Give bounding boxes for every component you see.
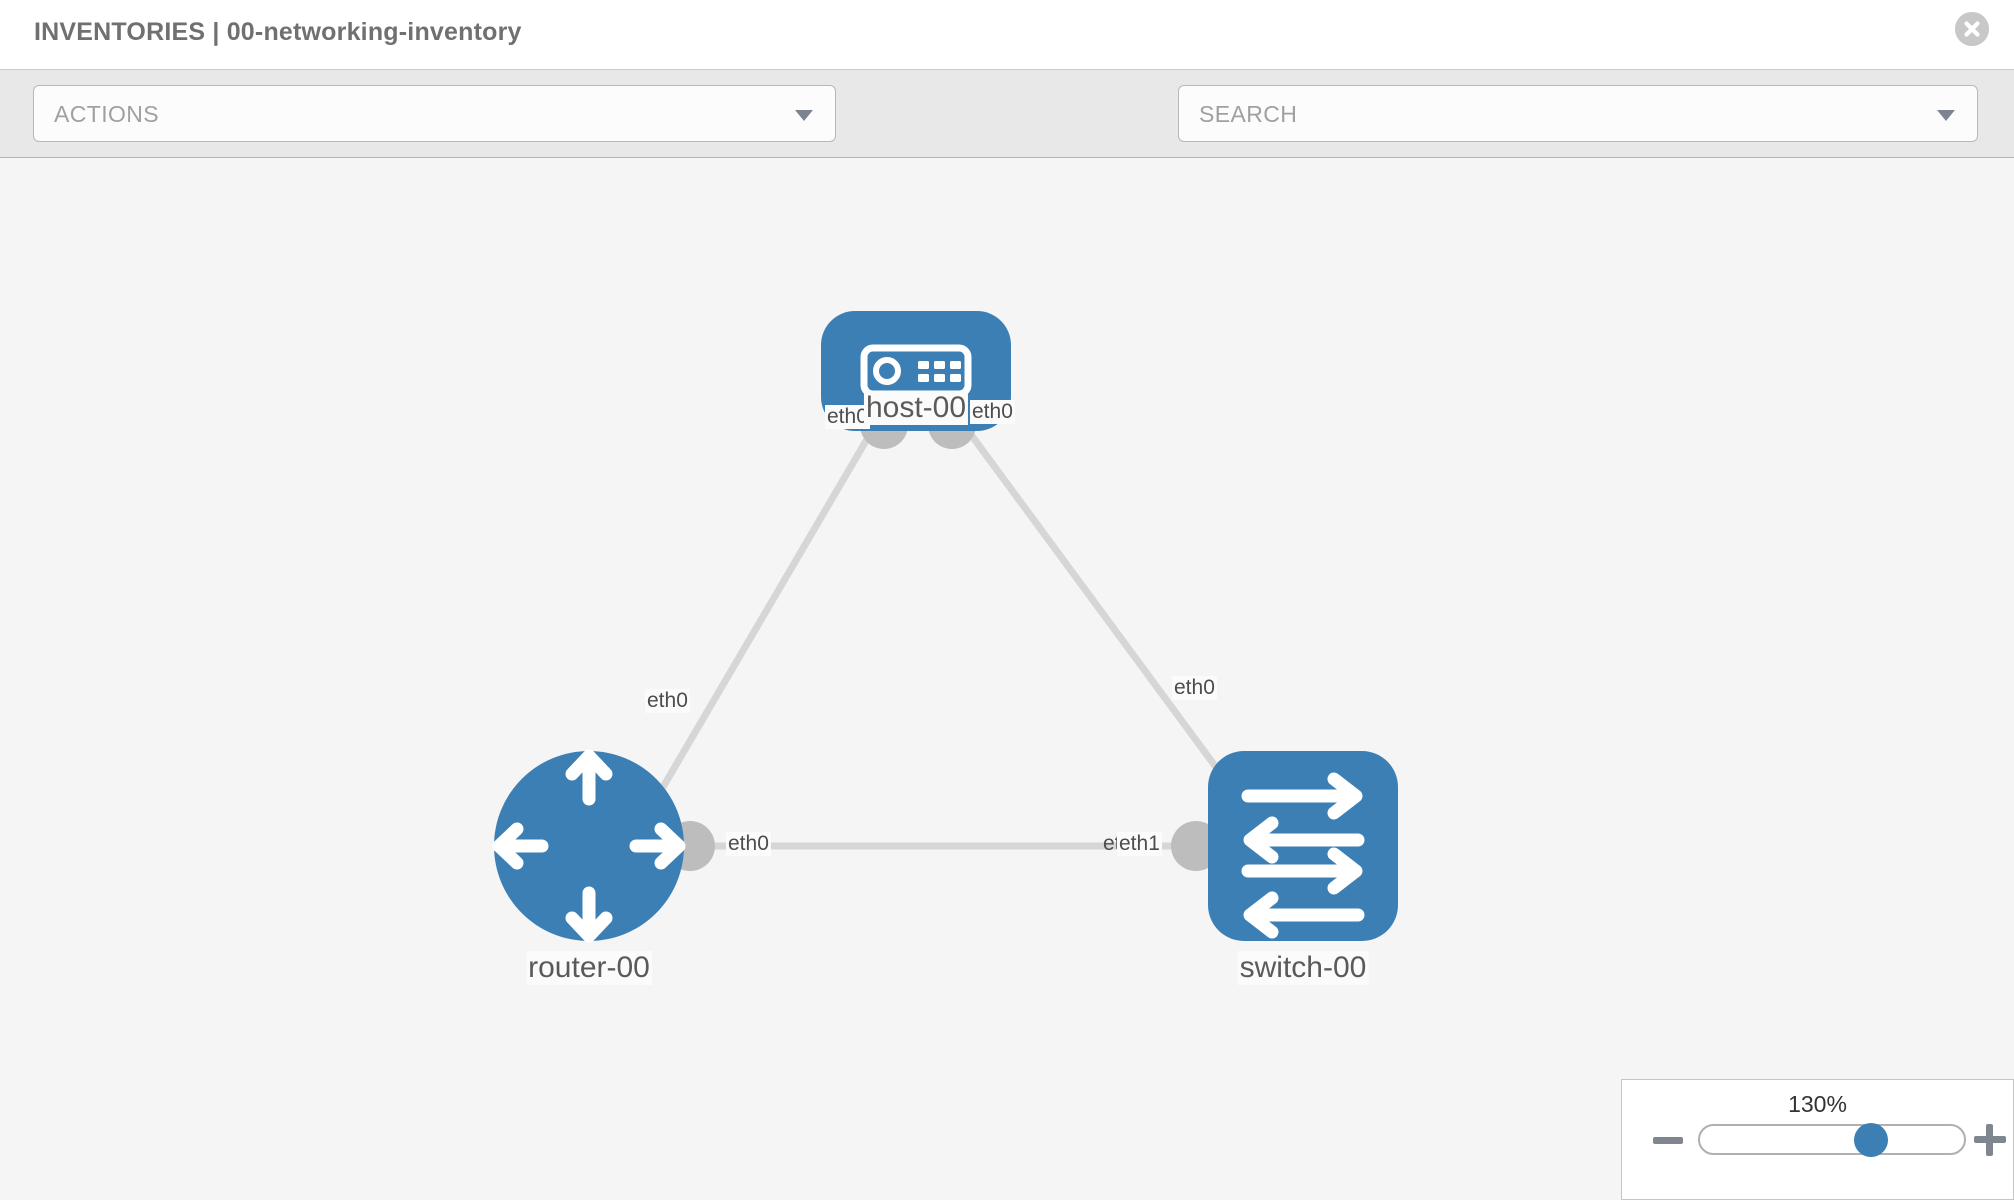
- search-placeholder: SEARCH: [1199, 101, 1298, 127]
- switch-arrows-icon: [1241, 772, 1365, 939]
- interface-label: eth0: [645, 689, 690, 713]
- interface-label: eth0: [970, 400, 1015, 424]
- zoom-slider-thumb[interactable]: [1854, 1123, 1888, 1157]
- zoom-slider-track[interactable]: [1698, 1124, 1966, 1155]
- interface-label: eth0: [825, 405, 870, 429]
- node-router-00[interactable]: [492, 749, 686, 943]
- topology-canvas[interactable]: eth0 eth0 eth0 eth0 eth0 eth0 eth1 host-…: [0, 159, 2014, 1200]
- toolbar: ACTIONS SEARCH: [0, 70, 2014, 203]
- actions-dropdown[interactable]: ACTIONS: [33, 85, 836, 142]
- interface-label: eth0: [1172, 676, 1217, 700]
- node-label-router: router-00: [526, 951, 652, 985]
- link-host-router: [652, 415, 884, 801]
- chevron-down-icon: [795, 110, 813, 121]
- actions-dropdown-label: ACTIONS: [54, 101, 160, 127]
- chevron-down-icon[interactable]: [1937, 110, 1955, 121]
- interface-label: eth0: [726, 832, 771, 856]
- node-switch-00[interactable]: [1208, 751, 1398, 941]
- router-arrows-icon: [492, 749, 686, 943]
- close-icon[interactable]: [1955, 12, 1989, 46]
- zoom-level-value: 130%: [1788, 1091, 1847, 1117]
- zoom-control-panel: 130%: [1621, 1079, 2014, 1200]
- search-input[interactable]: SEARCH: [1178, 85, 1978, 142]
- page-header: INVENTORIES | 00-networking-inventory: [0, 0, 2014, 70]
- topology-graph: [492, 311, 1398, 943]
- plus-icon[interactable]: [1974, 1124, 2006, 1156]
- node-label-switch: switch-00: [1237, 951, 1369, 985]
- topology-links: [652, 414, 1235, 850]
- node-label-host: host-00: [863, 391, 969, 425]
- interface-label: eth1: [1117, 832, 1162, 856]
- link-host-switch: [955, 414, 1235, 792]
- minus-icon[interactable]: [1653, 1137, 1683, 1144]
- page-title: INVENTORIES | 00-networking-inventory: [34, 18, 522, 46]
